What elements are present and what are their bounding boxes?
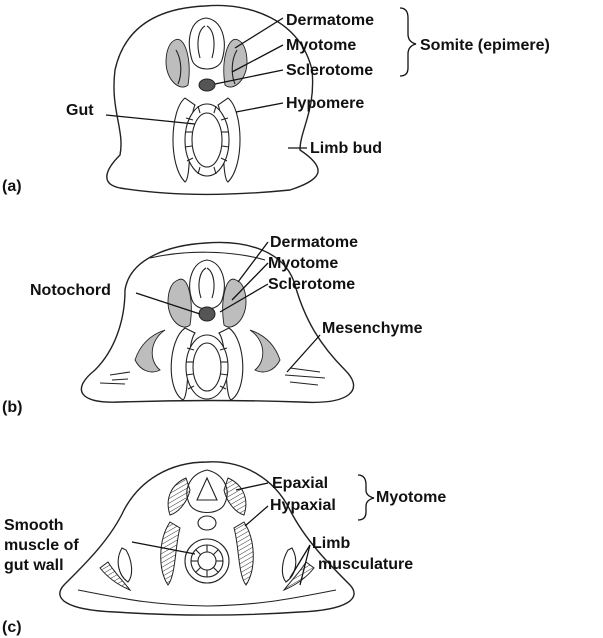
panel-b-neural-tube [190,260,225,309]
panel-tag-b: (b) [2,399,22,416]
panel-tag-c: (c) [2,619,22,636]
label-myotome: Myotome [268,255,338,272]
label-dermatome: Dermatome [286,12,374,29]
label-somite: Somite (epimere) [420,37,550,54]
label-limb-musculature-2: musculature [318,556,413,573]
panel-tag-a: (a) [2,178,22,195]
label-limb-musculature-1: Limb [312,535,350,552]
panel-c-myotome-brace [358,475,374,520]
label-myotome: Myotome [286,37,356,54]
label-hypaxial: Hypaxial [270,497,336,514]
panel-c: Epaxial Hypaxial Myotome Smooth muscle o… [2,462,446,636]
panel-c-vertebral-body [198,516,216,530]
label-gut: Gut [66,102,94,119]
panel-b-gut-inner [193,343,221,391]
label-smooth-muscle-3: gut wall [4,557,64,574]
label-epaxial: Epaxial [272,475,328,492]
panel-a-notochord [199,79,215,91]
panel-a: Dermatome Myotome Sclerotome Somite (epi… [2,5,550,195]
panel-a-gut-inner [192,113,222,167]
label-limb-bud: Limb bud [310,140,382,157]
label-sclerotome: Sclerotome [286,62,373,79]
label-notochord: Notochord [30,282,111,299]
panel-b-notochord [199,307,215,321]
label-myotome: Myotome [376,489,446,506]
label-hypomere: Hypomere [286,95,364,112]
label-dermatome: Dermatome [270,234,358,251]
label-mesenchyme: Mesenchyme [322,320,423,337]
panel-b: Dermatome Myotome Sclerotome Notochord M… [2,234,423,416]
label-sclerotome: Sclerotome [268,276,355,293]
label-smooth-muscle-2: muscle of [4,537,79,554]
panel-a-neural-tube [189,18,224,69]
panel-a-somite-brace [400,8,416,76]
label-smooth-muscle-1: Smooth [4,517,64,534]
